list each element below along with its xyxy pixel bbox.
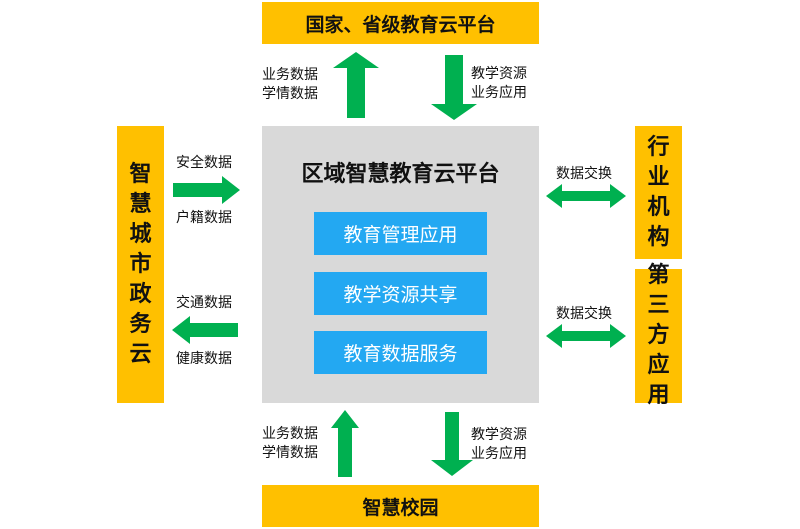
national-platform-label: 国家、省级教育云平台 [305, 13, 496, 36]
label-bottom-down: 教学资源 业务应用 [471, 426, 527, 464]
industry-org-box: 行 业 机 构 [635, 126, 682, 259]
vertical-char: 行 [647, 134, 670, 160]
label-top-up: 业务数据 学情数据 [262, 66, 318, 104]
service-education-management: 教育管理应用 [314, 212, 487, 255]
label-data-exchange-third-party: 数据交换 [556, 306, 612, 322]
national-platform-box: 国家、省级教育云平台 [262, 2, 539, 44]
vertical-char: 务 [129, 311, 152, 337]
vertical-char: 应 [647, 353, 670, 378]
vertical-char: 构 [647, 224, 670, 250]
regional-platform-title: 区域智慧教育云平台 [301, 162, 500, 187]
vertical-char: 第 [647, 263, 670, 288]
double-arrow-industry [546, 184, 626, 208]
arrow-right-into-platform [173, 176, 240, 204]
vertical-char: 政 [129, 281, 152, 307]
label-line: 学情数据 [262, 445, 318, 461]
vertical-char: 机 [647, 194, 670, 220]
vertical-char: 城 [129, 221, 152, 247]
label-health-data: 健康数据 [176, 351, 232, 367]
arrow-up-from-campus [331, 410, 359, 477]
label-security-data: 安全数据 [176, 155, 232, 171]
double-arrow-third-party [546, 324, 626, 348]
vertical-char: 慧 [129, 191, 152, 217]
vertical-char: 三 [647, 293, 670, 318]
arrow-up-to-national [333, 52, 379, 118]
label-bottom-up: 业务数据 学情数据 [262, 425, 318, 463]
service-resource-sharing: 教学资源共享 [314, 272, 487, 315]
label-traffic-data: 交通数据 [176, 295, 232, 311]
label-line: 教学资源 [471, 66, 527, 82]
label-household-data: 户籍数据 [176, 210, 232, 226]
label-line: 学情数据 [262, 86, 318, 102]
label-line: 教学资源 [471, 427, 527, 443]
label-line: 业务数据 [262, 426, 318, 442]
arrow-down-from-national [431, 55, 477, 120]
smart-city-gov-cloud-box: 智 慧 城 市 政 务 云 [117, 126, 164, 403]
vertical-char: 用 [647, 383, 670, 408]
label-top-down: 教学资源 业务应用 [471, 65, 527, 103]
label-line: 业务数据 [262, 67, 318, 83]
label-data-exchange-industry: 数据交换 [556, 166, 612, 182]
regional-platform-box: 区域智慧教育云平台 教育管理应用 教学资源共享 教育数据服务 [262, 126, 539, 403]
vertical-char: 方 [647, 323, 670, 348]
label-line: 业务应用 [471, 85, 527, 101]
smart-campus-box: 智慧校园 [262, 485, 539, 527]
smart-campus-label: 智慧校园 [362, 496, 439, 519]
vertical-char: 云 [129, 341, 152, 367]
third-party-app-box: 第 三 方 应 用 [635, 263, 682, 408]
vertical-char: 业 [647, 164, 670, 190]
label-line: 业务应用 [471, 446, 527, 462]
arrow-down-to-campus [431, 412, 473, 476]
arrow-left-to-gov-cloud [172, 316, 238, 344]
vertical-char: 智 [129, 161, 152, 187]
vertical-char: 市 [129, 251, 152, 277]
service-data-service: 教育数据服务 [314, 331, 487, 374]
